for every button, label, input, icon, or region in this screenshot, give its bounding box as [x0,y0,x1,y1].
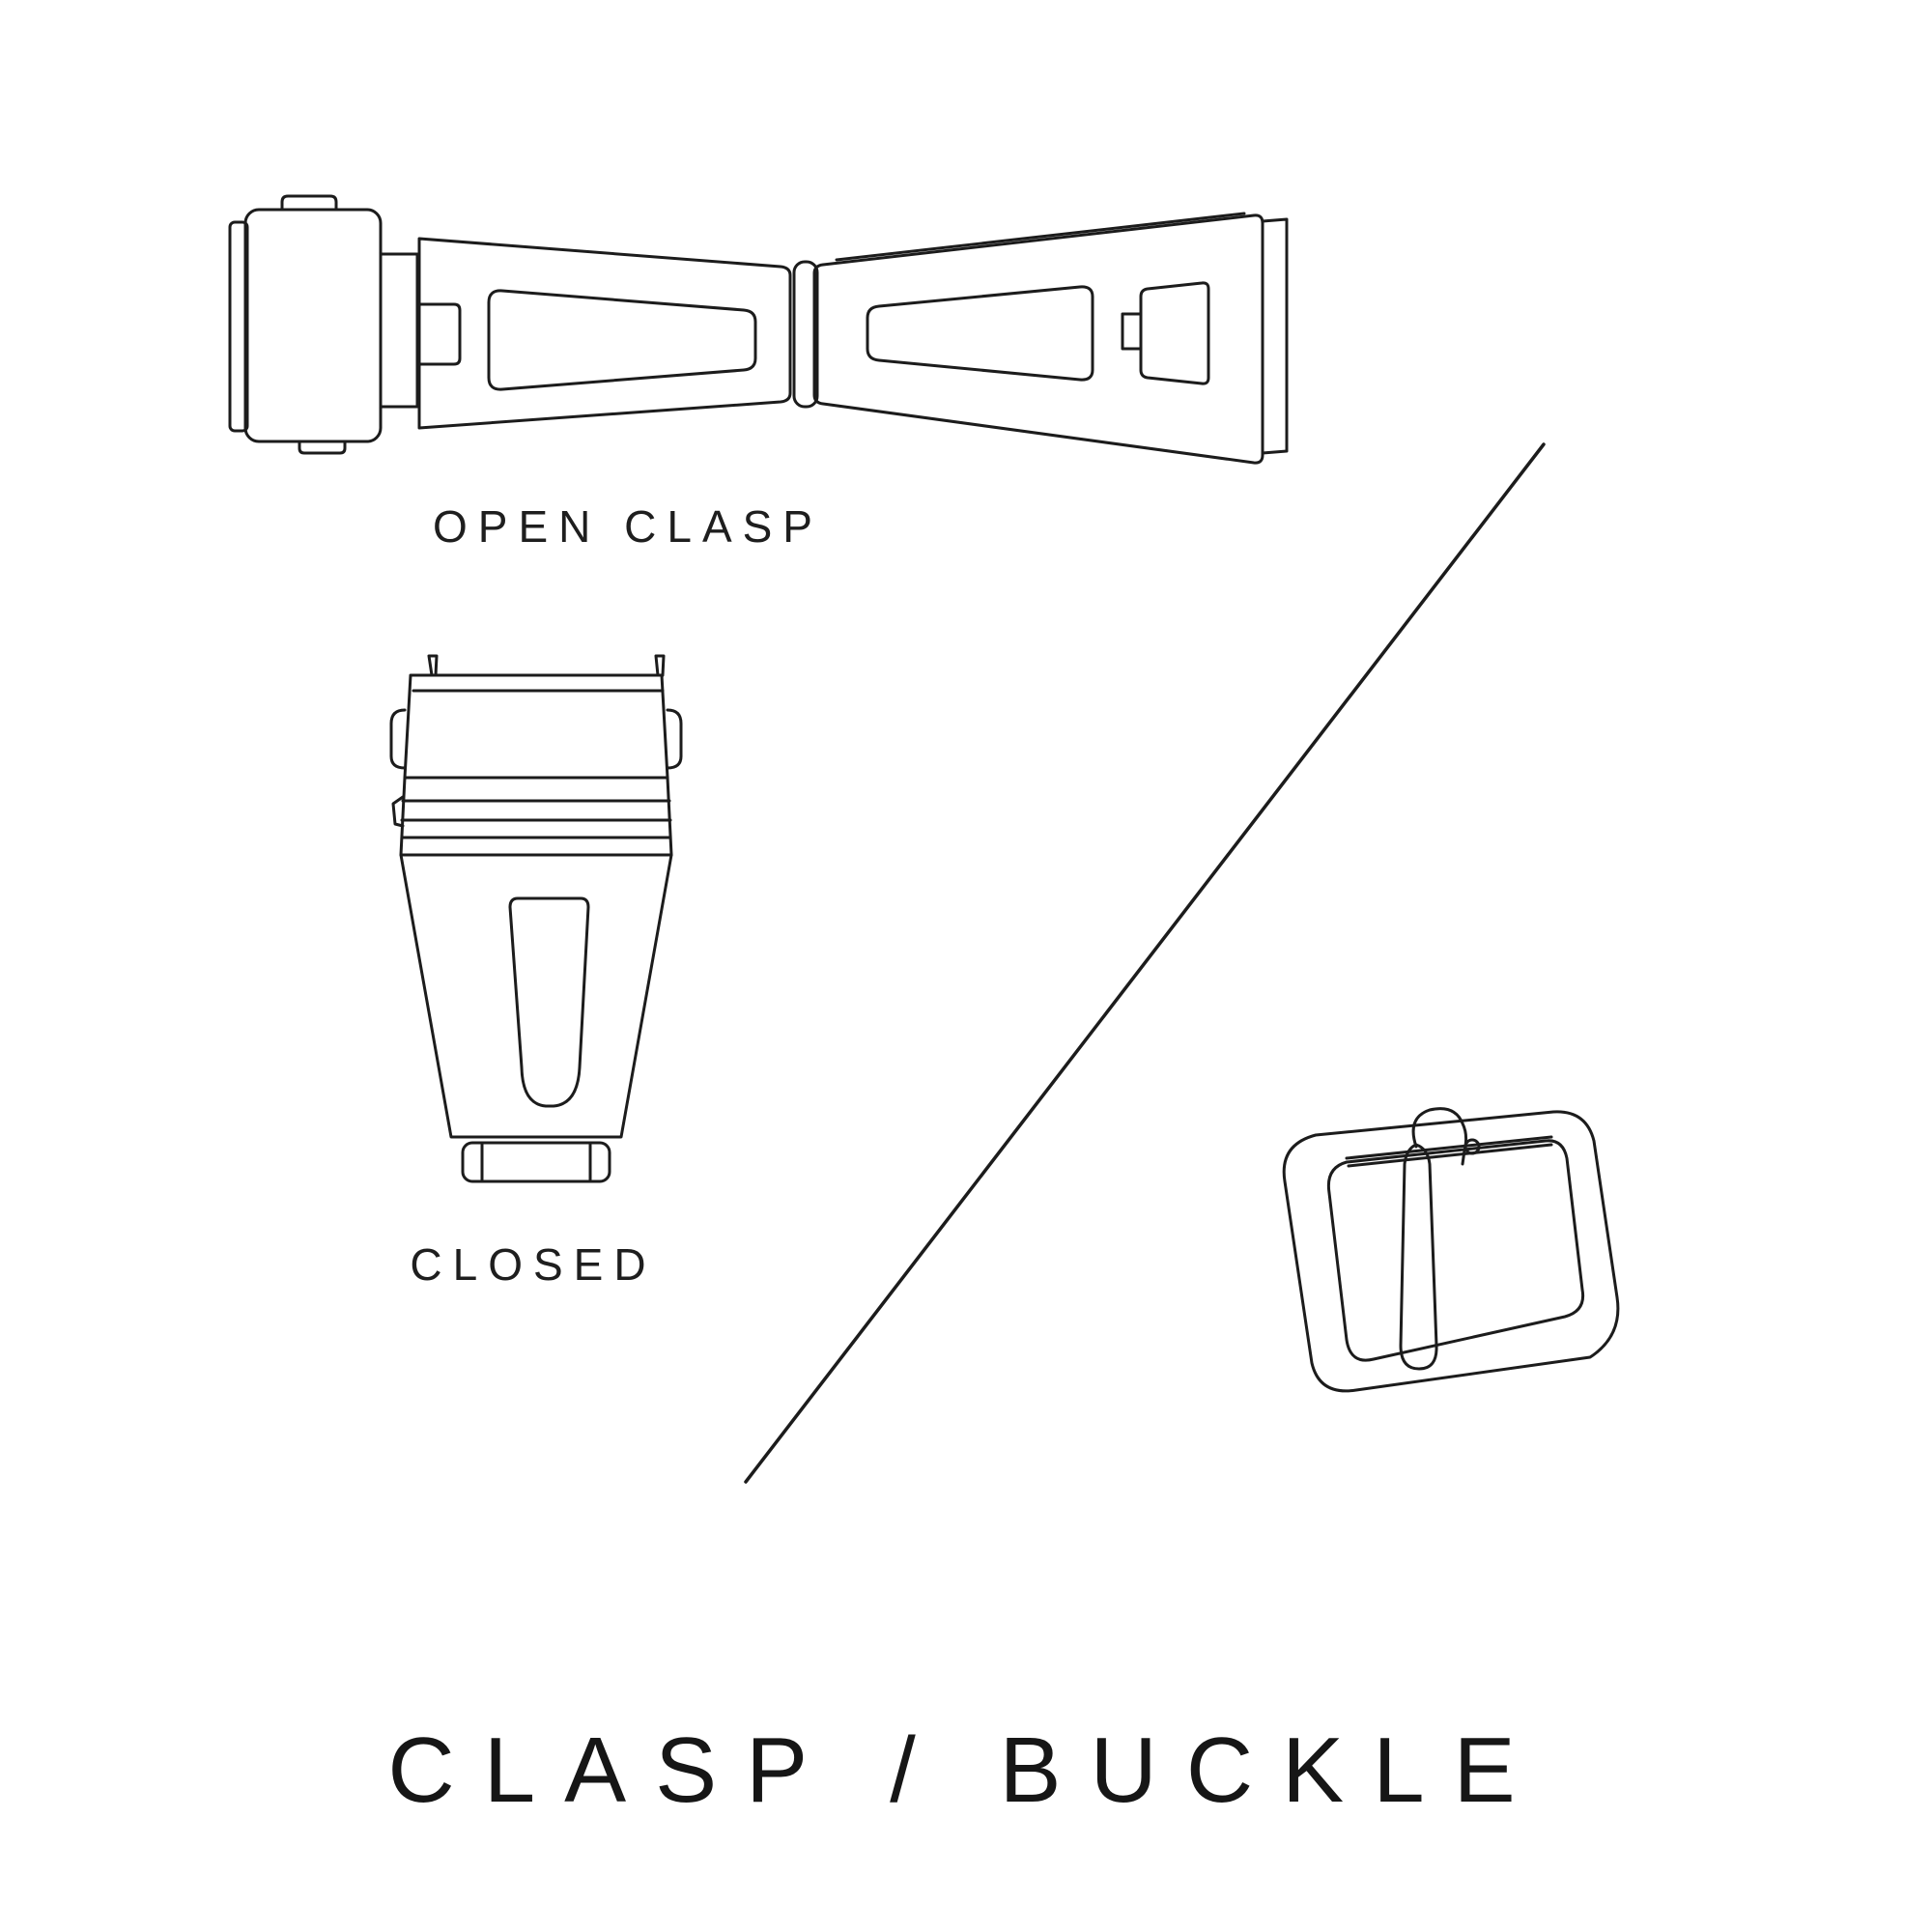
open-clasp-label: OPEN CLASP [433,501,823,552]
closed-clasp-illustration [382,652,710,1212]
open-clasp-illustration [222,169,1304,497]
page-title: CLASP / BUCKLE [387,1719,1545,1822]
buckle-illustration [1227,1087,1642,1435]
closed-label: CLOSED [410,1239,657,1290]
